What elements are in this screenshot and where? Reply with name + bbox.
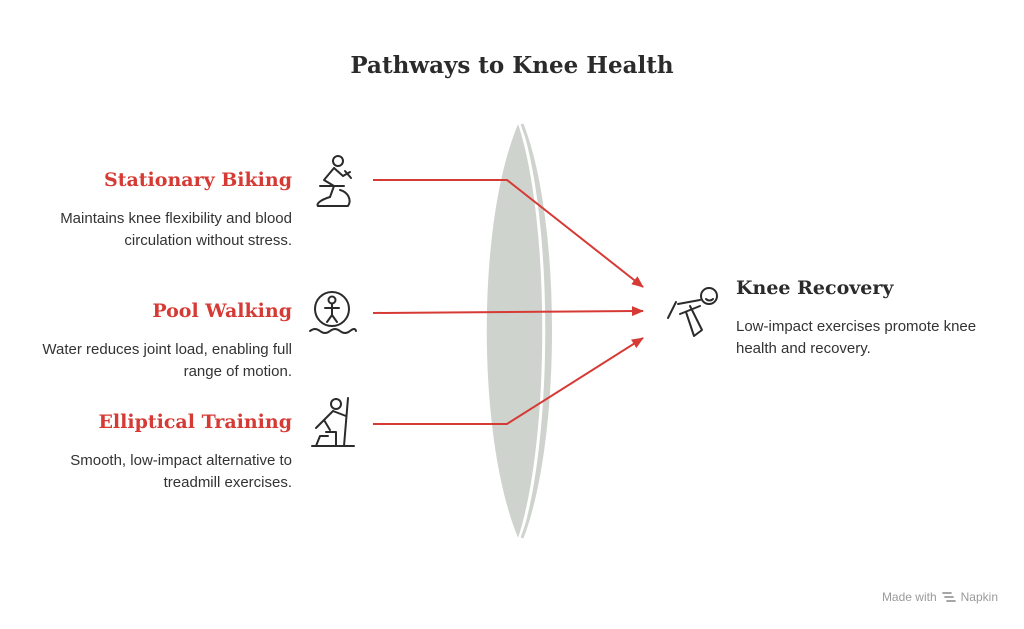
lens-shape [486,121,552,541]
pathway-description: Water reduces joint load, enabling full … [42,341,292,380]
arrow-elliptical-training [373,337,644,425]
target-knee-recovery: Knee Recovery Low-impact exercises promo… [736,276,1006,360]
napkin-logo-icon [941,592,956,602]
pathway-title: Elliptical Training [98,411,292,433]
target-title: Knee Recovery [736,277,894,299]
knee-stretch-icon [667,287,718,337]
pathway-title: Stationary Biking [103,169,292,191]
arrow-stationary-biking [373,179,644,288]
pathway-stationary-biking: Stationary Biking Maintains knee flexibi… [12,168,292,252]
made-with-napkin-footer: Made with Napkin [882,590,998,604]
pool-walking-icon [309,291,357,334]
elliptical-training-icon [311,397,355,447]
pathway-elliptical-training: Elliptical Training Smooth, low-impact a… [12,410,292,494]
pathway-title: Pool Walking [152,300,292,322]
target-description: Low-impact exercises promote knee health… [736,318,977,357]
pathway-description: Maintains knee flexibility and blood cir… [60,210,292,249]
pathway-description: Smooth, low-impact alternative to treadm… [70,452,292,491]
footer-brand: Napkin [960,590,998,604]
stationary-bike-icon [316,155,352,207]
footer-made-with: Made with [881,590,937,604]
arrow-pool-walking [372,306,644,317]
pathway-pool-walking: Pool Walking Water reduces joint load, e… [12,299,292,383]
page-title: Pathways to Knee Health [350,52,674,79]
